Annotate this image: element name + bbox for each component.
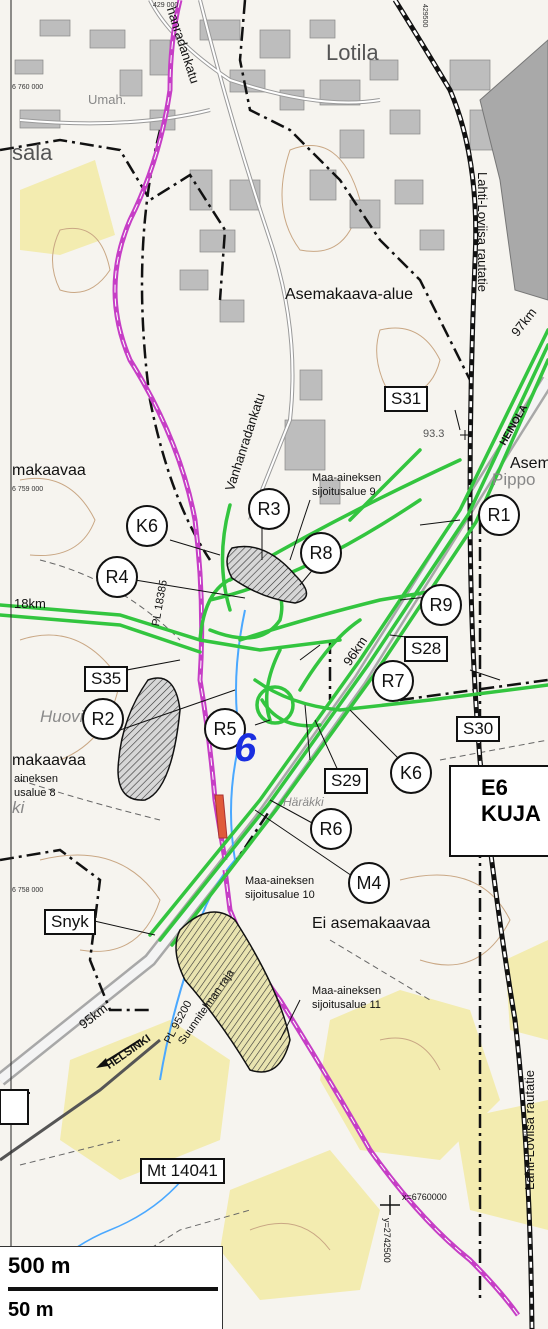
box-s28[interactable]: S28 [404, 636, 449, 662]
marker-r3[interactable]: R3 [248, 488, 290, 530]
e6-panel-line2: KUJA [481, 801, 541, 826]
deposit-area-10-marker[interactable] [214, 794, 228, 839]
place-umah: Umah. [88, 92, 127, 107]
marker-r1[interactable]: R1 [478, 494, 520, 536]
grid-label-n2: 6 759 000 [12, 486, 44, 493]
marker-r2[interactable]: R2 [82, 698, 124, 740]
scale-primary: 500 m [8, 1253, 71, 1278]
grid-label-top: 429 000 [153, 2, 179, 9]
spot-height: 93.3 [423, 428, 445, 440]
field-area [220, 1150, 380, 1300]
place-ki: ki [12, 798, 25, 817]
marker-r9[interactable]: R9 [420, 584, 462, 626]
grid-label-right: 429500 [421, 4, 428, 28]
marker-r6[interactable]: R6 [310, 808, 352, 850]
grid-label-n3: 6 758 000 [12, 887, 44, 894]
field-area [60, 1020, 230, 1180]
field-area [320, 990, 500, 1160]
box-s30[interactable]: S30 [456, 716, 501, 742]
e6-panel-line1: E6 [481, 775, 508, 800]
section-number: 6 [234, 726, 257, 770]
marker-r8[interactable]: R8 [300, 532, 342, 574]
marker-k6-north[interactable]: K6 [126, 505, 168, 547]
zoning-makaavaa-mid: makaavaa [12, 752, 86, 769]
deposit-area-8[interactable] [117, 677, 181, 801]
scale-secondary: 50 m [8, 1299, 54, 1321]
deposit-area-11[interactable] [175, 911, 291, 1073]
scale-bar-panel: 500 m 50 m [0, 1246, 223, 1329]
deposit-8-label-2: usalue 8 [14, 787, 56, 799]
deposit-10-label-1: Maa-aineksen [245, 875, 315, 887]
deposit-9-label-2: sijoitusalue 9 [312, 486, 376, 498]
marker-r5[interactable]: R5 [204, 708, 246, 750]
deposit-10-label-2: sijoitusalue 10 [245, 889, 315, 901]
coord-x: x=6760000 [402, 1192, 447, 1202]
marker-r7[interactable]: R7 [372, 660, 414, 702]
grid-label-n1: 6 760 000 [12, 84, 44, 91]
zoning-asem: Asem [510, 455, 548, 472]
zoning-asemakaava-alue: Asemakaava-alue [285, 286, 414, 303]
box-s29[interactable]: S29 [324, 768, 369, 794]
deposit-11-label-2: sijoitusalue 11 [312, 999, 381, 1011]
coord-y: y=2742500 [382, 1218, 392, 1263]
deposit-area-9[interactable] [226, 545, 308, 604]
place-haa: Häräkki [283, 795, 324, 809]
railway-label-south: Lahti-Loviisa rautatie [522, 1070, 537, 1190]
zoning-makaavaa-top: makaavaa [12, 462, 86, 479]
large-industrial-building [479, 39, 548, 301]
box-snyk[interactable]: Snyk [44, 909, 96, 935]
marker-k6-south[interactable]: K6 [390, 752, 432, 794]
marker-m4[interactable]: M4 [348, 862, 390, 904]
e6-panel: E6 KUJA [449, 765, 548, 857]
box-mt14041[interactable]: Mt 14041 [140, 1158, 225, 1184]
place-pippo: Pippo [492, 470, 536, 489]
railway-label-north: Lahti-Loviisa rautatie [475, 172, 490, 292]
place-huovi: Huovi [40, 707, 84, 726]
scale-line [8, 1287, 218, 1291]
km-18: 18km [14, 596, 46, 611]
field-area [20, 160, 115, 255]
box-s35[interactable]: S35 [84, 666, 129, 692]
marker-r4[interactable]: R4 [96, 556, 138, 598]
place-sala: sala [12, 140, 53, 165]
place-lotila: Lotila [326, 40, 379, 65]
deposit-11-label-1: Maa-aineksen [312, 985, 382, 997]
deposit-9-label-1: Maa-aineksen [312, 472, 382, 484]
deposit-8-label-1: aineksen [14, 773, 59, 785]
box-s31[interactable]: S31 [384, 386, 429, 412]
zoning-ei-asemakaavaa: Ei asemakaavaa [312, 915, 431, 932]
